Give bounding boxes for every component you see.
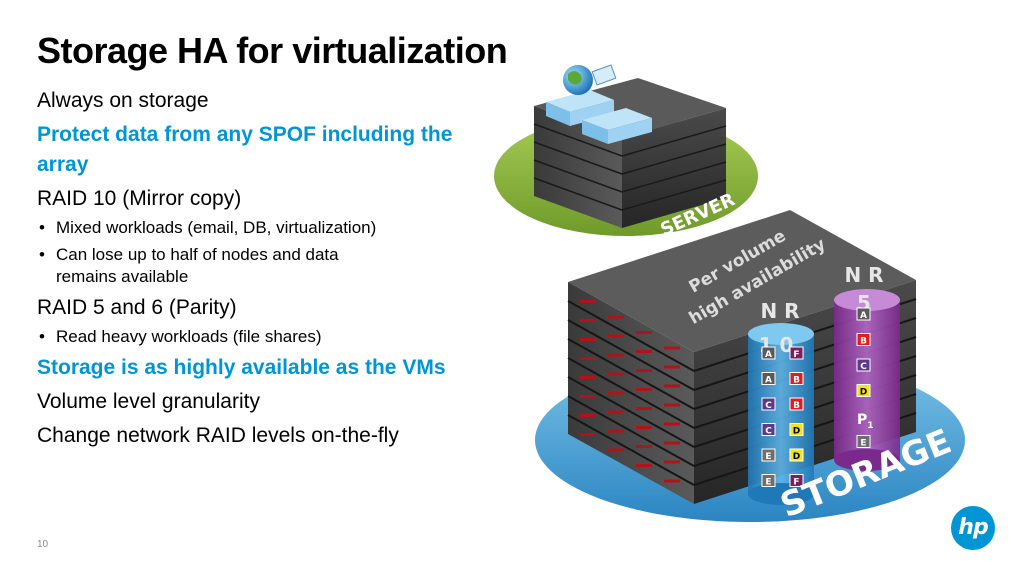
nr10-label-top: N R bbox=[760, 299, 799, 323]
line-always-on: Always on storage bbox=[37, 89, 209, 112]
svg-text:A: A bbox=[765, 350, 772, 360]
raid56-bullets: Read heavy workloads (file shares) bbox=[37, 326, 497, 348]
svg-text:F: F bbox=[793, 350, 799, 360]
page-number: 10 bbox=[37, 539, 49, 550]
raid10-bullets: Mixed workloads (email, DB, virtualizati… bbox=[37, 217, 497, 288]
envelope-icon bbox=[591, 64, 617, 86]
storage-illustration: SERVER Per volume high availability N R … bbox=[490, 60, 1010, 530]
nr10-block: B bbox=[789, 372, 804, 386]
bullet-item: Can lose up to half of nodes and data re… bbox=[37, 244, 386, 288]
svg-text:E: E bbox=[765, 452, 771, 462]
illustration-svg: SERVER Per volume high availability N R … bbox=[494, 64, 965, 526]
svg-text:C: C bbox=[860, 362, 867, 372]
svg-text:E: E bbox=[860, 439, 866, 449]
nr10-block: D bbox=[789, 423, 804, 437]
accent-protect: Protect data from any SPOF including the… bbox=[37, 123, 453, 176]
nr5-cylinder bbox=[834, 289, 900, 471]
content-body: Always on storage Protect data from any … bbox=[37, 86, 497, 451]
nr10-block: A bbox=[761, 346, 776, 360]
line-raid56: RAID 5 and 6 (Parity) bbox=[37, 296, 237, 319]
nr5-block: B bbox=[856, 333, 871, 347]
nr10-block: B bbox=[789, 397, 804, 411]
line-raid10: RAID 10 (Mirror copy) bbox=[37, 187, 242, 210]
nr10-block: C bbox=[761, 397, 776, 411]
svg-text:E: E bbox=[765, 478, 771, 488]
svg-text:D: D bbox=[793, 427, 800, 437]
svg-text:B: B bbox=[793, 376, 800, 386]
bullet-item: Read heavy workloads (file shares) bbox=[37, 326, 497, 348]
nr5-block: C bbox=[856, 358, 871, 372]
nr5-label-top: N R bbox=[844, 263, 883, 287]
bullet-item: Mixed workloads (email, DB, virtualizati… bbox=[37, 217, 497, 239]
nr10-block: C bbox=[761, 423, 776, 437]
svg-text:C: C bbox=[765, 427, 772, 437]
hp-logo-text: hp bbox=[958, 515, 988, 540]
server-stack bbox=[533, 78, 727, 228]
svg-text:F: F bbox=[793, 478, 799, 488]
slide-title: Storage HA for virtualization bbox=[37, 30, 508, 71]
line-change: Change network RAID levels on-the-fly bbox=[37, 424, 399, 447]
accent-ha: Storage is as highly available as the VM… bbox=[37, 356, 446, 379]
line-volume: Volume level granularity bbox=[37, 390, 260, 413]
hp-logo: hp bbox=[951, 506, 995, 550]
svg-text:C: C bbox=[765, 401, 772, 411]
nr10-block: E bbox=[761, 474, 776, 488]
nr10-block: A bbox=[761, 372, 776, 386]
nr5-block: D bbox=[856, 384, 871, 398]
nr5-block: E bbox=[856, 435, 871, 449]
nr5-block: A bbox=[856, 307, 871, 321]
nr10-cylinder bbox=[748, 323, 814, 505]
svg-text:A: A bbox=[765, 376, 772, 386]
svg-text:B: B bbox=[793, 401, 800, 411]
svg-text:D: D bbox=[793, 452, 800, 462]
svg-text:A: A bbox=[860, 311, 867, 321]
nr10-block: F bbox=[789, 474, 804, 488]
nr10-block: E bbox=[761, 448, 776, 462]
nr10-block: F bbox=[789, 346, 804, 360]
svg-text:D: D bbox=[860, 388, 867, 398]
nr10-block: D bbox=[789, 448, 804, 462]
svg-text:B: B bbox=[860, 337, 867, 347]
